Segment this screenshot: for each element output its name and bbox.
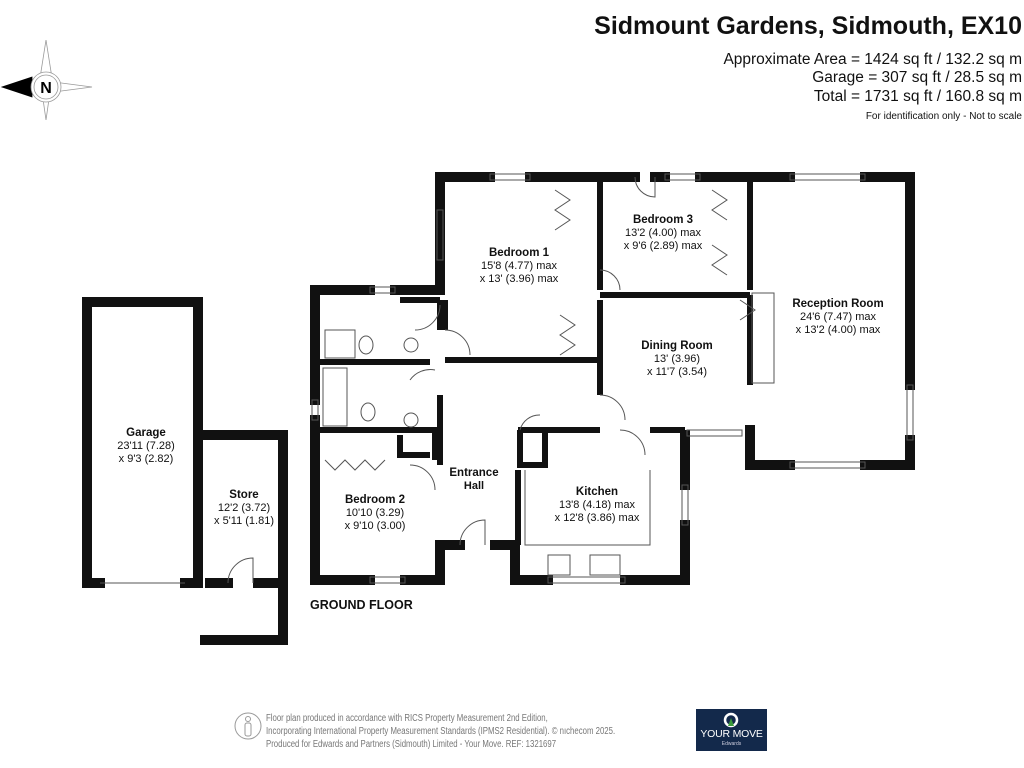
windows-doors	[100, 173, 914, 584]
compass-label: N	[40, 80, 52, 97]
floor-label: GROUND FLOOR	[310, 598, 413, 612]
person-icon	[234, 712, 262, 740]
garage-area: Garage = 307 sq ft / 28.5 sq m	[812, 69, 1022, 86]
scale-note: For identification only - Not to scale	[865, 111, 1022, 122]
total-area: Total = 1731 sq ft / 160.8 sq m	[813, 88, 1022, 105]
compass-north-icon: N	[0, 39, 93, 121]
logo-emblem-icon	[723, 712, 739, 728]
footer-text: Floor plan produced in accordance with R…	[266, 713, 616, 750]
internal-walls	[318, 180, 753, 545]
your-move-logo: YOUR MOVE Edwards	[696, 709, 767, 751]
approximate-area: Approximate Area = 1424 sq ft / 132.2 sq…	[723, 51, 1022, 68]
property-title: Sidmount Gardens, Sidmouth, EX10	[594, 12, 1022, 40]
walls	[82, 172, 915, 645]
